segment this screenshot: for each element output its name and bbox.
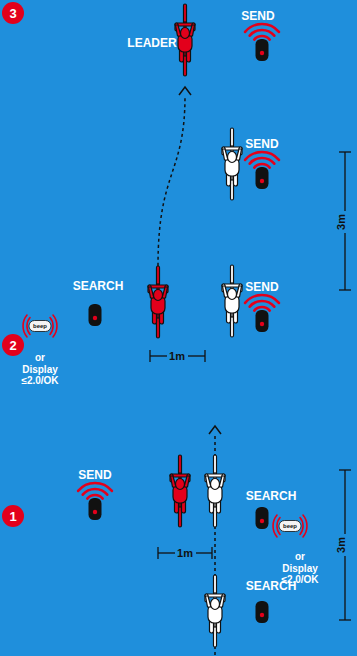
signal-label: SEND: [245, 281, 278, 294]
tail-light: [89, 498, 102, 520]
badge-circle: [2, 334, 24, 356]
signal-label: SEND: [78, 469, 111, 482]
direction-arrow: [209, 426, 221, 434]
rider: [205, 575, 225, 647]
send-waves: [245, 152, 279, 168]
dimension-label: 1m: [177, 547, 193, 559]
display-note: Display ≤2.0/OK: [14, 364, 66, 386]
tail-light: [89, 304, 102, 326]
callout-number: 1: [2, 505, 24, 527]
direction-arrow: [179, 87, 191, 95]
send-waves: [78, 483, 112, 499]
rider: [205, 455, 225, 527]
tail-light: [256, 310, 269, 332]
send-waves: [245, 24, 279, 40]
step-badge: 1: [2, 505, 24, 527]
signal-label: SEARCH: [73, 280, 124, 293]
callout-number: 3: [2, 2, 24, 24]
role-label: LEADER: [127, 37, 176, 50]
beep-text: beep: [283, 523, 297, 530]
send-waves: [245, 295, 279, 311]
signal-label: SEND: [241, 10, 274, 23]
dimension-label: 3m: [335, 537, 347, 553]
tail-light: [256, 39, 269, 61]
active-rider: [170, 455, 190, 527]
note-text: or: [295, 551, 305, 562]
signal-label: SEND: [245, 138, 278, 151]
dimension-bracket: [158, 547, 212, 559]
overtake-path: [158, 96, 185, 266]
leader-rider: [175, 4, 195, 76]
dimension-label: 3m: [335, 214, 347, 230]
tail-light: [256, 167, 269, 189]
rider: [222, 128, 242, 200]
step-badge: 3: [2, 2, 24, 24]
dimension-label: 1m: [169, 350, 185, 362]
beep-text: beep: [33, 323, 47, 330]
tail-light: [256, 601, 269, 623]
beep-signal: [273, 515, 307, 537]
badge-circle: [2, 2, 24, 24]
rider: [222, 265, 242, 337]
callout-number: 2: [2, 334, 24, 356]
step-badge: 2: [2, 334, 24, 356]
note-text: or: [35, 352, 45, 363]
beep-signal: [23, 315, 57, 337]
badge-circle: [2, 505, 24, 527]
dimension-bracket: [150, 350, 205, 362]
signal-label: SEARCH: [246, 580, 297, 593]
tail-light: [256, 507, 269, 529]
signal-label: SEARCH: [246, 490, 297, 503]
active-rider: [148, 266, 168, 338]
